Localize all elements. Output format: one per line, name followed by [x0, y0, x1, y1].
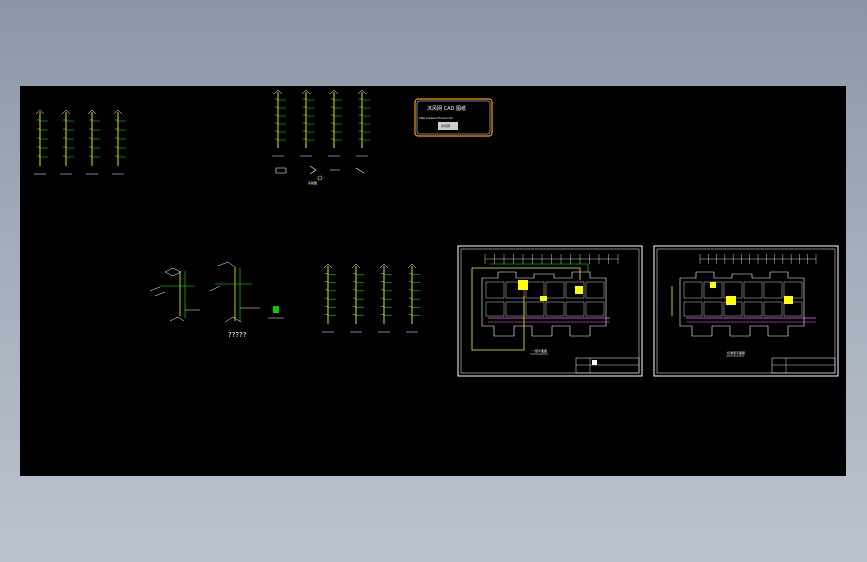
title-block-stamp: 沐风网 — [441, 123, 450, 128]
riser-diagram-group-topmid — [272, 89, 370, 157]
svg-text:系统图: 系统图 — [308, 180, 317, 185]
isometric-caption: ????? — [228, 331, 247, 339]
cad-viewport[interactable]: 系统图 沐风网 CAD 图纸 http://www.mfcad.com 沐风网 … — [20, 86, 846, 476]
title-block-url: http://www.mfcad.com — [419, 116, 453, 120]
floor-plan-sheet-2: 标准层平面图 — [653, 245, 839, 377]
riser-pipe — [60, 109, 74, 175]
riser-pipe — [406, 263, 420, 333]
sheet1-caption: 一层平面图 — [532, 348, 547, 353]
isometric-piping-diagram: ????? — [149, 261, 260, 339]
riser-diagram-group-bottommid — [322, 263, 420, 333]
green-pump-icon — [268, 306, 284, 319]
riser-pipe — [350, 263, 364, 333]
riser-diagram-group-topleft — [34, 109, 126, 175]
sheet2-caption: 标准层平面图 — [727, 350, 745, 355]
riser-pipe — [34, 109, 48, 175]
riser-pipe — [272, 89, 286, 157]
riser-pipe — [86, 109, 100, 175]
riser-pipe — [112, 109, 126, 175]
riser-pipe — [378, 263, 392, 333]
title-block: 沐风网 CAD 图纸 http://www.mfcad.com 沐风网 — [414, 98, 493, 137]
topmid-fixtures: 系统图 — [275, 165, 365, 185]
cad-drawing-canvas[interactable]: 系统图 沐风网 CAD 图纸 http://www.mfcad.com 沐风网 … — [20, 86, 846, 476]
title-block-heading: 沐风网 CAD 图纸 — [427, 105, 466, 112]
riser-pipe — [322, 263, 336, 333]
riser-pipe — [328, 89, 342, 157]
riser-pipe — [356, 89, 370, 157]
floor-plan-sheet-1: 一层平面图 — [457, 245, 643, 377]
riser-pipe — [300, 89, 314, 157]
